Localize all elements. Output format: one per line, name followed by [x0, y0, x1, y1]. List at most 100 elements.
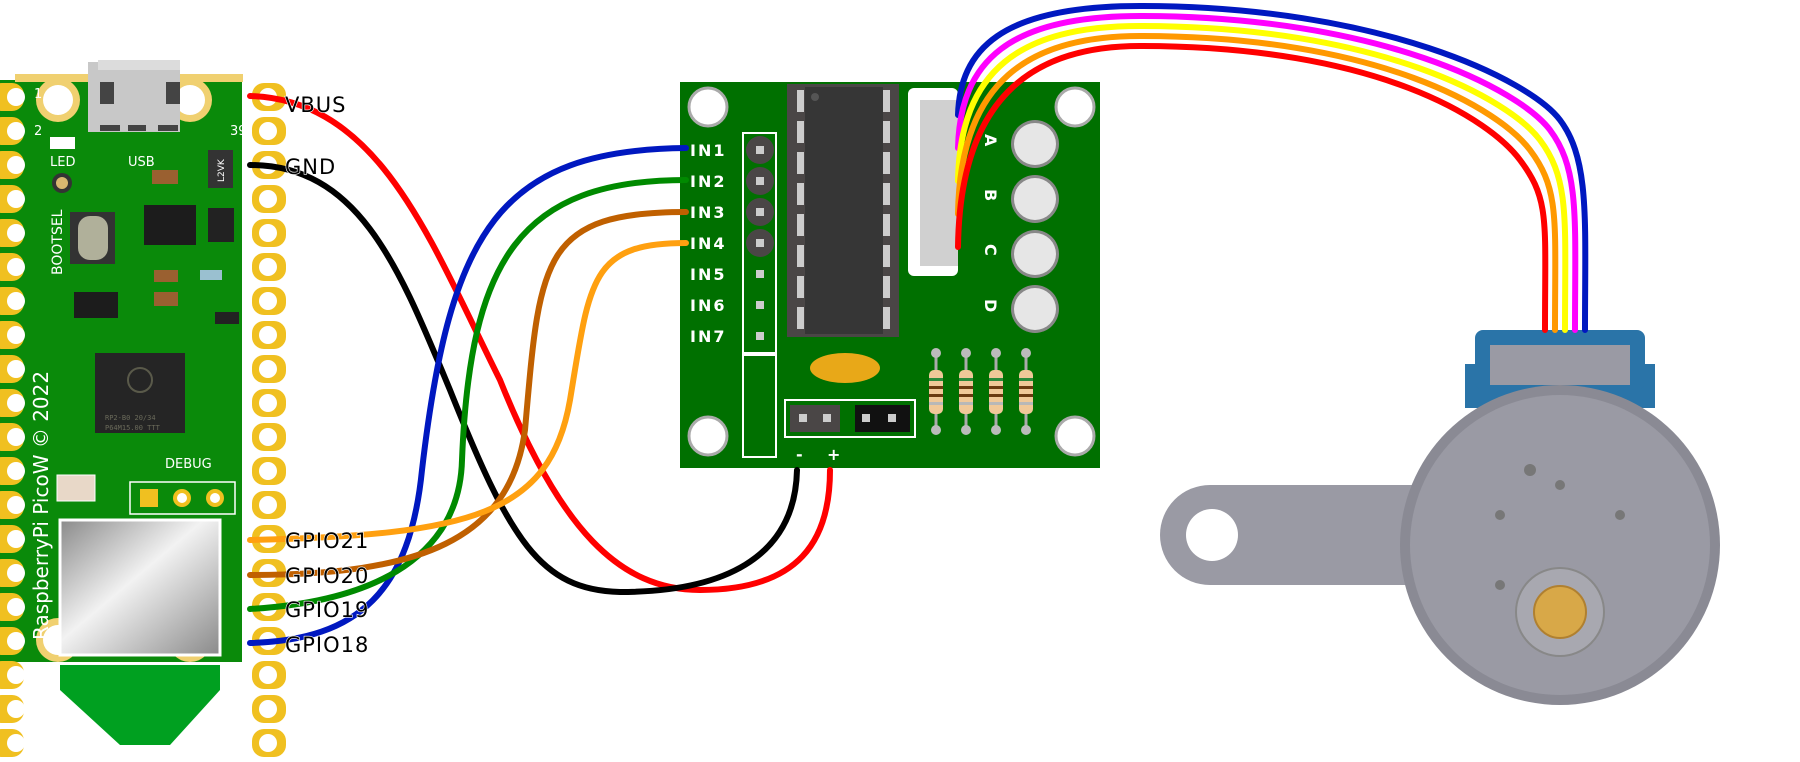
pico-w-board: 1 2 39 LED USB L2VK BOOTSEL RP2-B0 20/34…: [0, 60, 286, 757]
input-label-in1: IN1: [690, 141, 726, 160]
pico-pin-left[interactable]: [0, 355, 25, 383]
motor-wires: [955, 2, 1589, 333]
pico-pin-right[interactable]: [252, 695, 286, 723]
label-gnd: GND: [285, 155, 336, 179]
input-pin-pad: [756, 332, 764, 340]
diode-label: L2VK: [217, 158, 227, 182]
phase-led-b: B: [981, 175, 1059, 223]
pico-pin-left[interactable]: [0, 729, 25, 757]
label-gpio21: GPIO21: [285, 529, 369, 553]
resistors: [929, 348, 1033, 435]
pico-pin-left[interactable]: [0, 321, 25, 349]
pico-pin-left[interactable]: [0, 559, 25, 587]
input-label-in6: IN6: [690, 296, 726, 315]
pico-pin-left[interactable]: [0, 593, 25, 621]
input-pin-pad: [756, 239, 764, 247]
pico-pin-right[interactable]: [252, 423, 286, 451]
pico-pin-left[interactable]: [0, 491, 25, 519]
phase-label-c: C: [981, 244, 1000, 258]
motor-wire: [955, 22, 1569, 333]
debug-label: DEBUG: [165, 457, 212, 472]
pico-pin-right[interactable]: [252, 321, 286, 349]
pico-pin-right[interactable]: [252, 253, 286, 281]
pico-pin-left[interactable]: [0, 151, 25, 179]
wire-gpio21: [247, 240, 689, 543]
pico-pin-right[interactable]: [252, 457, 286, 485]
board-model-label: RaspberryPi PicoW © 2022: [29, 371, 53, 640]
pico-pin-right[interactable]: [252, 117, 286, 145]
pico-pin-left[interactable]: [0, 83, 25, 111]
pico-pin-left[interactable]: [0, 117, 25, 145]
stepper-motor: [1160, 330, 1720, 705]
plus-label: +: [827, 445, 842, 464]
bootsel-button[interactable]: [70, 212, 115, 264]
input-pin-pad: [756, 270, 764, 278]
pico-pin-right[interactable]: [252, 491, 286, 519]
phase-led-a: A: [981, 120, 1059, 168]
pico-pin-left[interactable]: [0, 287, 25, 315]
pico-pin-right[interactable]: [252, 185, 286, 213]
pico-pin-left[interactable]: [0, 253, 25, 281]
pico-pin-left[interactable]: [0, 185, 25, 213]
pico-pin-right[interactable]: [252, 729, 286, 757]
input-pin-pad: [756, 177, 764, 185]
label-gpio19: GPIO19: [285, 598, 369, 622]
pico-pin-right[interactable]: [252, 355, 286, 383]
phase-leds: A B C D: [981, 120, 1059, 333]
rp2040-chip: RP2-B0 20/34 P64M15.00 TTT: [95, 353, 185, 433]
wire-gpio20: [247, 209, 689, 578]
usb-connector: [88, 60, 180, 132]
pico-pin-left[interactable]: [0, 219, 25, 247]
input-label-in4: IN4: [690, 234, 726, 253]
bootsel-label: BOOTSEL: [50, 209, 66, 275]
input-pin-pad: [756, 301, 764, 309]
input-pin-pad: [756, 146, 764, 154]
motor-wire: [955, 32, 1559, 333]
pin39-label: 39: [230, 124, 247, 139]
uln2003-ic: [787, 84, 899, 337]
pin1-label: 1: [34, 87, 42, 102]
label-vbus: VBUS: [285, 93, 346, 117]
pico-pin-left[interactable]: [0, 661, 25, 689]
pico-pin-left[interactable]: [0, 423, 25, 451]
wifi-shield: [58, 518, 222, 657]
label-gpio18: GPIO18: [285, 633, 369, 657]
input-label-in2: IN2: [690, 172, 726, 191]
input-header: [746, 136, 774, 340]
input-pin-pad: [756, 208, 764, 216]
usb-label: USB: [128, 155, 155, 170]
wire-vbus: [247, 93, 833, 594]
phase-label-b: B: [981, 189, 1000, 203]
pico-pin-left[interactable]: [0, 389, 25, 417]
motor-wire: [955, 12, 1579, 333]
input-label-in3: IN3: [690, 203, 726, 222]
wire-gnd: [247, 162, 800, 596]
pico-pin-right[interactable]: [252, 389, 286, 417]
input-label-in7: IN7: [690, 327, 726, 346]
pico-pin-left[interactable]: [0, 695, 25, 723]
led-label: LED: [50, 155, 75, 170]
pico-pin-right[interactable]: [252, 219, 286, 247]
pico-pin-headers: [0, 83, 286, 757]
phase-label-a: A: [981, 134, 1000, 148]
motor-wire: [955, 2, 1589, 333]
pico-pin-left[interactable]: [0, 525, 25, 553]
chip-marking-1: RP2-B0 20/34: [105, 414, 156, 422]
minus-label: -: [796, 445, 805, 464]
pin-labels: VBUS GND GPIO21 GPIO20 GPIO19 GPIO18: [284, 92, 369, 657]
pin2-label: 2: [34, 124, 42, 139]
pico-pin-left[interactable]: [0, 627, 25, 655]
pico-pin-right[interactable]: [252, 287, 286, 315]
pico-pin-right[interactable]: [252, 661, 286, 689]
input-label-in5: IN5: [690, 265, 726, 284]
wire-gpio18: [247, 145, 689, 646]
chip-marking-2: P64M15.00 TTT: [105, 424, 161, 432]
phase-led-c: C: [981, 230, 1059, 278]
pico-pin-left[interactable]: [0, 457, 25, 485]
phase-led-d: D: [981, 285, 1059, 333]
motor-wire: [955, 42, 1549, 333]
